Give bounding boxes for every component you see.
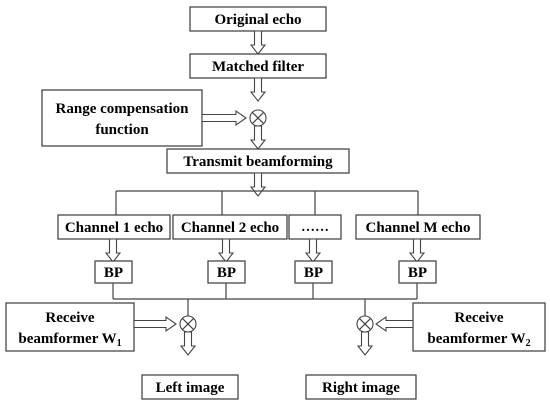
multiplier-icon bbox=[179, 315, 197, 333]
hollow-arrow-icon bbox=[250, 172, 266, 197]
bp-label: BP bbox=[304, 265, 323, 281]
channel-ellipsis-label: …… bbox=[301, 220, 329, 235]
bp-box-1: BP bbox=[94, 260, 133, 284]
bp-box-2: BP bbox=[207, 260, 246, 284]
range-compensation-label-2: function bbox=[95, 122, 149, 138]
transmit-beamforming-label: Transmit beamforming bbox=[183, 154, 333, 170]
hollow-arrow-icon bbox=[105, 238, 121, 263]
hollow-arrow-icon bbox=[375, 315, 414, 333]
receive-beamformer-w1-box: Receive beamformer W1 bbox=[5, 302, 135, 352]
receive-beamformer-w1-label: Receive bbox=[45, 310, 94, 326]
receive-beamformer-w2-label: Receive bbox=[454, 310, 503, 326]
left-image-label: Left image bbox=[156, 380, 225, 396]
right-image-label: Right image bbox=[322, 380, 400, 396]
receive-beamformer-w1-label-2: beamformer W1 bbox=[18, 331, 121, 349]
hollow-arrow-icon bbox=[133, 315, 177, 333]
multiplier-icon bbox=[356, 315, 374, 333]
matched-filter-box: Matched filter bbox=[189, 53, 327, 79]
channel-m-echo-label: Channel M echo bbox=[366, 220, 471, 236]
hollow-arrow-icon bbox=[201, 109, 247, 127]
channel-1-echo-box: Channel 1 echo bbox=[57, 214, 171, 240]
original-echo-label: Original echo bbox=[214, 12, 301, 28]
hollow-arrow-icon bbox=[357, 331, 373, 356]
transmit-beamforming-box: Transmit beamforming bbox=[166, 148, 350, 174]
receive-beamformer-w2-box: Receive beamformer W2 bbox=[412, 302, 546, 352]
distribution-bus bbox=[115, 190, 419, 215]
collection-bus bbox=[112, 283, 418, 316]
channel-1-echo-label: Channel 1 echo bbox=[65, 220, 163, 236]
channel-2-echo-box: Channel 2 echo bbox=[172, 214, 288, 240]
bp-label: BP bbox=[408, 265, 427, 281]
right-image-box: Right image bbox=[305, 374, 417, 400]
receive-beamformer-w2-label-2: beamformer W2 bbox=[427, 331, 530, 349]
range-compensation-box: Range compensation function bbox=[41, 89, 203, 147]
hollow-arrow-icon bbox=[218, 238, 234, 263]
channel-2-echo-label: Channel 2 echo bbox=[181, 220, 279, 236]
bp-label: BP bbox=[104, 265, 123, 281]
left-image-box: Left image bbox=[141, 374, 239, 400]
channel-ellipsis-box: …… bbox=[288, 214, 342, 240]
channel-m-echo-box: Channel M echo bbox=[355, 214, 481, 240]
hollow-arrow-icon bbox=[250, 125, 266, 150]
hollow-arrow-icon bbox=[180, 331, 196, 356]
bp-label: BP bbox=[217, 265, 236, 281]
range-compensation-label: Range compensation bbox=[56, 101, 190, 117]
hollow-arrow-icon bbox=[250, 30, 266, 55]
bp-box-3: BP bbox=[294, 260, 333, 284]
hollow-arrow-icon bbox=[250, 77, 266, 102]
bp-box-4: BP bbox=[398, 260, 437, 284]
original-echo-box: Original echo bbox=[189, 6, 327, 32]
matched-filter-label: Matched filter bbox=[212, 59, 304, 75]
hollow-arrow-icon bbox=[409, 238, 425, 263]
hollow-arrow-icon bbox=[305, 238, 321, 263]
multiplier-icon bbox=[249, 109, 267, 127]
